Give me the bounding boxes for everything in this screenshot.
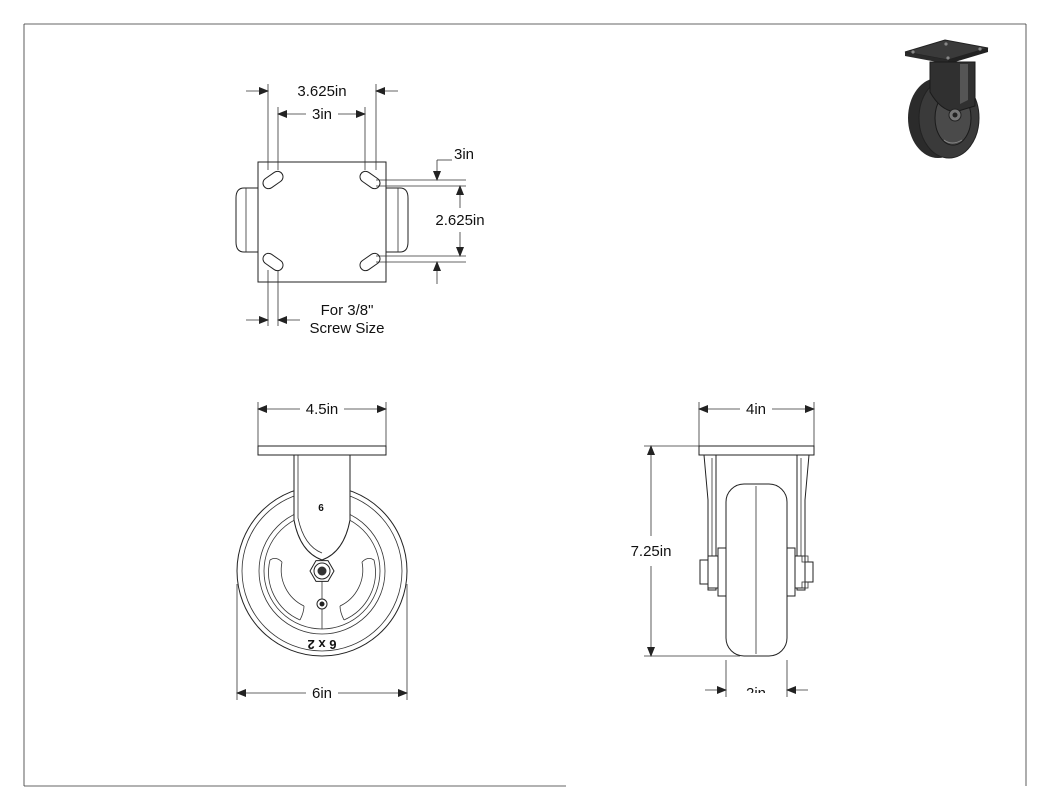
dim-height: 2.625in — [435, 212, 484, 229]
screw-note-line2: Screw Size — [309, 320, 384, 337]
dim-side-small: 3in — [454, 146, 474, 163]
front-plate — [257, 445, 387, 456]
mounting-slot — [262, 170, 284, 190]
top-plate — [257, 161, 387, 283]
front-view: 4.5in 6 6 x 2 6in — [236, 401, 408, 702]
side-view: 4in 7.25in 2in — [631, 401, 815, 702]
top-wheel-left — [235, 187, 259, 253]
mounting-slot — [262, 252, 284, 272]
dim-overall-height: 7.25in — [631, 543, 672, 560]
side-wheel — [725, 483, 788, 657]
side-axle-bolt-head — [699, 559, 709, 585]
dim-wheel-width: 2in — [746, 685, 766, 702]
dim-wheel-diameter: 6in — [312, 685, 332, 702]
screw-note-line1: For 3/8" — [321, 302, 374, 319]
fork-mark: 6 — [318, 503, 324, 514]
top-view: 3.625in 3in 3in 2.625in For 3/8" Screw S… — [235, 83, 485, 337]
dim-plate-width: 4.5in — [306, 401, 339, 418]
dim-inner-width: 3in — [312, 106, 332, 123]
side-plate — [698, 445, 815, 456]
wheel-mark: 6 x 2 — [308, 637, 337, 652]
sheet-border — [23, 23, 1027, 787]
dim-plate-depth: 4in — [746, 401, 766, 418]
top-wheel-right — [385, 187, 409, 253]
caster-3d-icon — [904, 39, 989, 159]
dim-outer-width: 3.625in — [297, 83, 346, 100]
front-fork — [293, 454, 351, 561]
